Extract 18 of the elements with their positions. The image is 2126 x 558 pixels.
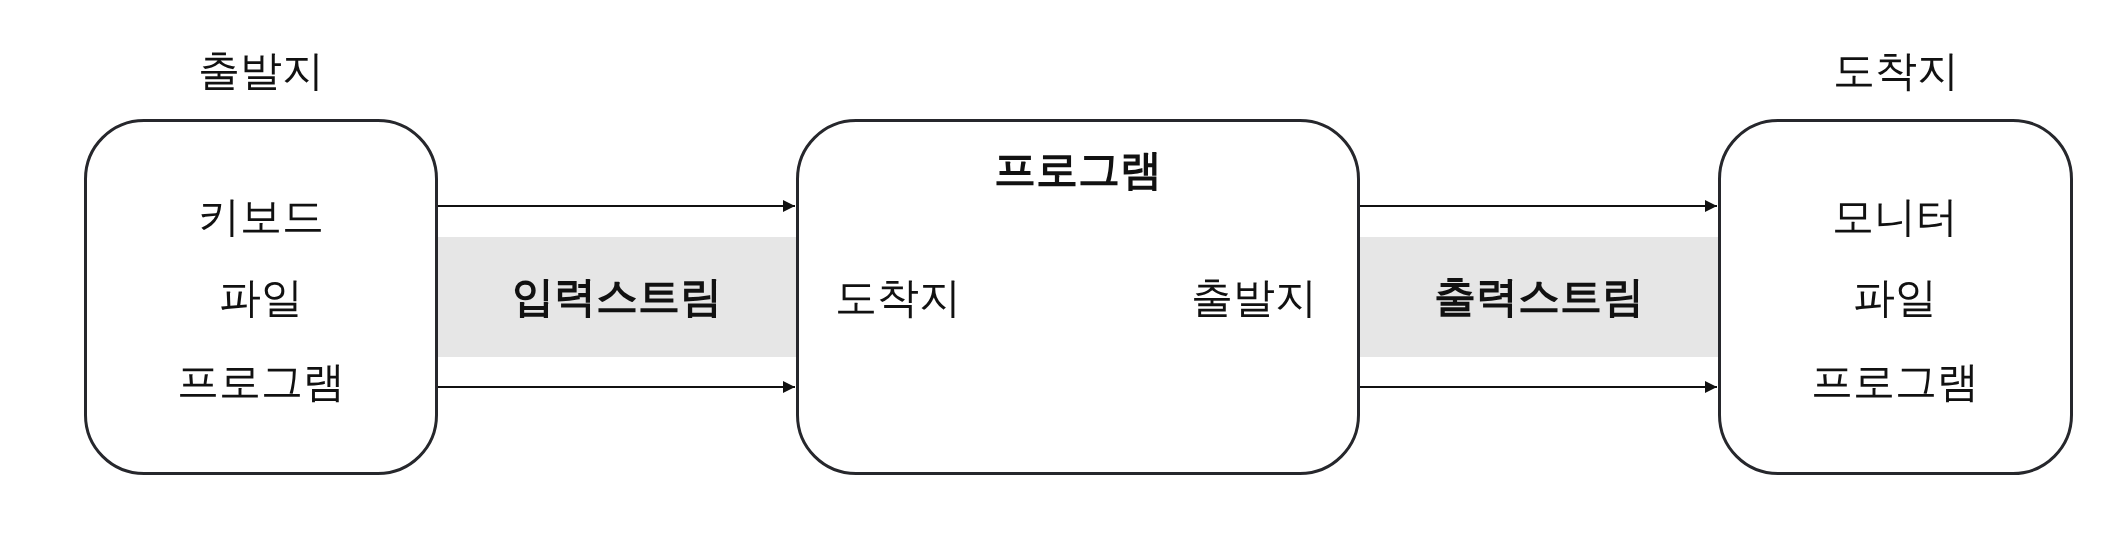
item-label: 파일 (219, 273, 303, 323)
stream-band: 출력스트림 (1360, 237, 1718, 357)
item-label: 키보드 (198, 192, 324, 242)
arrow (1359, 200, 1718, 212)
arrow (437, 200, 796, 212)
arrow (1359, 381, 1718, 393)
item-label: 프로그램 (177, 357, 345, 407)
item-label: 도착지 (835, 273, 961, 323)
item-label: 출발지 (1191, 273, 1317, 323)
heading: 도착지 (1832, 46, 1959, 96)
heading: 출발지 (198, 46, 324, 96)
item-label: 파일 (1853, 273, 1937, 323)
stream-band: 입력스트림 (438, 237, 796, 357)
rounded-box (796, 119, 1360, 475)
item-label: 모니터 (1832, 192, 1958, 242)
box-title: 프로그램 (994, 145, 1162, 195)
arrow (437, 381, 796, 393)
item-label: 프로그램 (1811, 357, 1979, 407)
